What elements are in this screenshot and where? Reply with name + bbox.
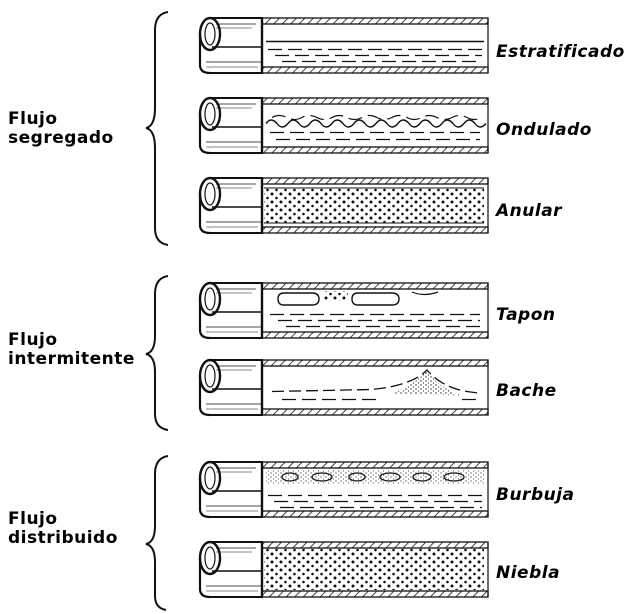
group-label-intermitente: Flujo intermitente bbox=[8, 331, 135, 369]
brace-distribuido bbox=[146, 456, 168, 610]
pattern-label-tapon: Tapon bbox=[496, 305, 556, 325]
pipe-slug bbox=[200, 360, 488, 415]
pipe-strat bbox=[200, 18, 488, 73]
pipe-wavy bbox=[200, 98, 488, 153]
brace-segregado bbox=[146, 12, 168, 245]
pattern-label-niebla: Niebla bbox=[496, 563, 560, 583]
pattern-label-anular: Anular bbox=[496, 201, 562, 221]
pipe-mist bbox=[200, 542, 488, 597]
pattern-label-estratificado: Estratificado bbox=[496, 42, 625, 62]
pattern-label-bache: Bache bbox=[496, 381, 557, 401]
pattern-label-burbuja: Burbuja bbox=[496, 485, 575, 505]
pipe-plug bbox=[200, 283, 488, 338]
group-label-segregado: Flujo segregado bbox=[8, 110, 114, 148]
pattern-label-ondulado: Ondulado bbox=[496, 120, 592, 140]
pipe-annular bbox=[200, 178, 488, 233]
brace-intermitente bbox=[146, 276, 168, 430]
group-label-distribuido: Flujo distribuido bbox=[8, 510, 118, 548]
pipe-bubble bbox=[200, 462, 488, 517]
